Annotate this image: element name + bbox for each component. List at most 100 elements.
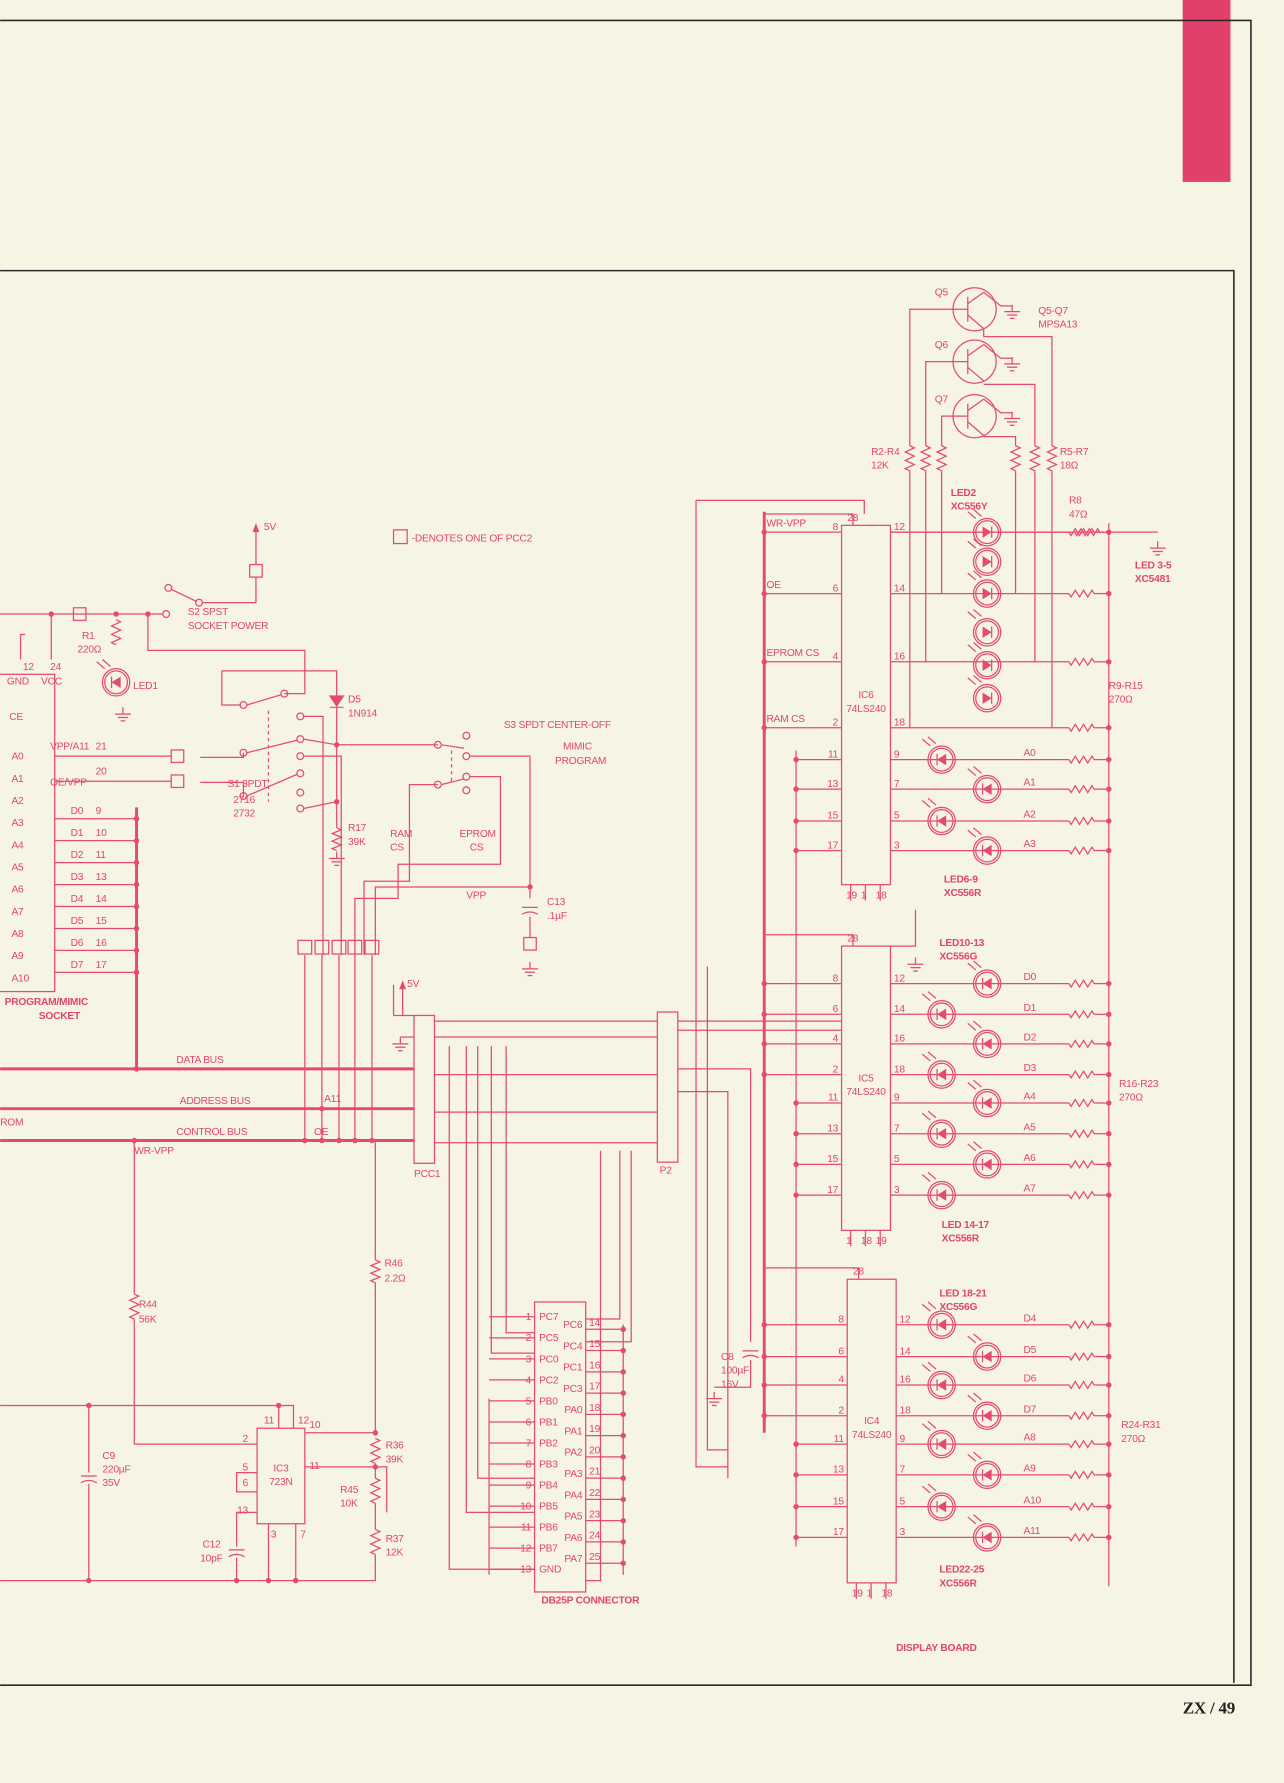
socket-data-signal: D4 — [71, 894, 84, 905]
label-led10-13-part: XC556G — [939, 952, 977, 963]
led-signal-label: A10 — [1024, 1495, 1042, 1506]
db25-pin-signal: PB1 — [539, 1417, 558, 1428]
label-a11: A11 — [324, 1094, 341, 1105]
db25-pin-signal: PA1 — [564, 1426, 582, 1437]
label-r44-val: 56K — [139, 1314, 157, 1325]
led-signal-label: D2 — [1024, 1032, 1037, 1043]
resistor-symbol — [369, 1259, 382, 1284]
led-signal-label: A0 — [1024, 748, 1037, 759]
label-data-bus: DATA BUS — [176, 1055, 224, 1066]
label-r44: R44 — [139, 1300, 158, 1311]
ic-pin-number: 18 — [900, 1405, 911, 1416]
db25-pin-number: 12 — [520, 1544, 531, 1555]
wire — [469, 755, 531, 899]
resistor-symbol — [369, 1528, 382, 1556]
wire — [354, 776, 502, 956]
junction-dot — [793, 818, 799, 824]
resistor-symbol — [1068, 1411, 1095, 1421]
socket-data-signal: D3 — [71, 872, 84, 883]
wiring — [0, 291, 1158, 1599]
junction-dot — [761, 659, 767, 665]
db25-pin-number: 6 — [526, 1417, 532, 1428]
label-r1: R1 — [82, 631, 95, 642]
led-symbol — [921, 736, 956, 774]
socket-data-signal: D0 — [71, 806, 84, 817]
resistor-symbol — [1068, 1159, 1095, 1170]
switch-terminal — [239, 748, 248, 757]
wire — [890, 909, 917, 947]
transistor-symbol — [952, 287, 997, 332]
led-symbol — [967, 827, 1002, 865]
junction-dot — [761, 1353, 767, 1360]
socket-address-pin: A2 — [11, 796, 24, 807]
junction-dot — [1106, 590, 1112, 597]
section-color-tab — [1182, 0, 1231, 182]
wire — [441, 778, 465, 786]
label-led2-part: XC556Y — [951, 501, 988, 512]
ic-ic5 — [840, 945, 892, 1231]
capacitor-symbol — [521, 906, 539, 915]
junction-dot — [1106, 1322, 1112, 1328]
label-pin24: 24 — [50, 662, 61, 673]
db25-pin-signal: PC4 — [563, 1341, 583, 1352]
led-symbol — [967, 1333, 1002, 1371]
db25-pin-signal: PA6 — [564, 1533, 582, 1544]
led-symbol — [967, 1079, 1002, 1118]
label-r45: R45 — [340, 1485, 359, 1496]
label-vpp: VPP — [466, 890, 486, 901]
label-r17: R17 — [348, 823, 367, 834]
pcc2-pad-icon — [314, 939, 330, 955]
junction-dot — [133, 837, 140, 844]
resistor-symbol — [1068, 1009, 1095, 1019]
socket-address-pin: A5 — [11, 862, 24, 873]
label-r46: R46 — [384, 1259, 403, 1270]
resistor-symbol — [1068, 1098, 1095, 1108]
wire — [246, 694, 282, 706]
wire — [200, 752, 245, 758]
junction-dot — [369, 1137, 375, 1144]
label-r1-val: 220Ω — [77, 645, 101, 656]
resistor-symbol — [935, 445, 948, 472]
ic-pin-number: 14 — [894, 1004, 905, 1015]
ic-pin-number: 11 — [828, 1093, 839, 1104]
label-db25-title: DB25P CONNECTOR — [541, 1595, 640, 1606]
label-ce: CE — [9, 712, 23, 723]
wire — [0, 1554, 376, 1582]
junction-dot — [133, 815, 140, 822]
junction-dot — [761, 1071, 767, 1078]
ic-pin-number: 3 — [894, 1185, 900, 1196]
label-led6-9-part: XC556R — [944, 888, 982, 899]
junction-dot — [620, 1454, 626, 1460]
socket-control-signal: VPP/A11 — [50, 741, 90, 752]
socket-address-pin: A9 — [11, 951, 24, 962]
label-c8: C8 — [721, 1352, 734, 1363]
db25-pin-number: 18 — [589, 1403, 600, 1414]
junction-dot — [48, 611, 54, 617]
page-number: ZX / 49 — [1183, 1699, 1235, 1718]
junction-dot — [133, 859, 140, 866]
label-d5-part: 1N914 — [348, 708, 378, 719]
led-symbol — [921, 1301, 956, 1340]
ic-pin-number: 15 — [827, 1154, 838, 1165]
db25-pin-number: 1 — [526, 1312, 532, 1323]
db25-pin-number: 3 — [526, 1354, 532, 1365]
socket-address-pin: A10 — [11, 973, 29, 984]
led-symbol — [96, 659, 131, 697]
junction-dot — [793, 1130, 799, 1137]
wire — [909, 308, 954, 446]
switch-terminal — [433, 780, 442, 789]
wire — [246, 773, 298, 797]
capacitor-symbol — [80, 1475, 98, 1484]
ic3-pin-number: 3 — [271, 1529, 277, 1540]
ic-pin-number: 19 — [846, 890, 857, 901]
wire — [706, 966, 728, 1451]
junction-dot — [86, 1577, 92, 1584]
led-signal-label: A7 — [1024, 1184, 1037, 1195]
ic-pin-number: 14 — [900, 1346, 911, 1357]
label-led22-25: LED22-25 — [939, 1565, 984, 1576]
db25-pin-number: 22 — [589, 1488, 600, 1499]
db25-pin-signal: PC1 — [563, 1363, 583, 1374]
resistor-symbol — [1068, 784, 1095, 794]
socket-pin-number: 13 — [96, 872, 107, 883]
resistor-symbol — [919, 445, 932, 472]
